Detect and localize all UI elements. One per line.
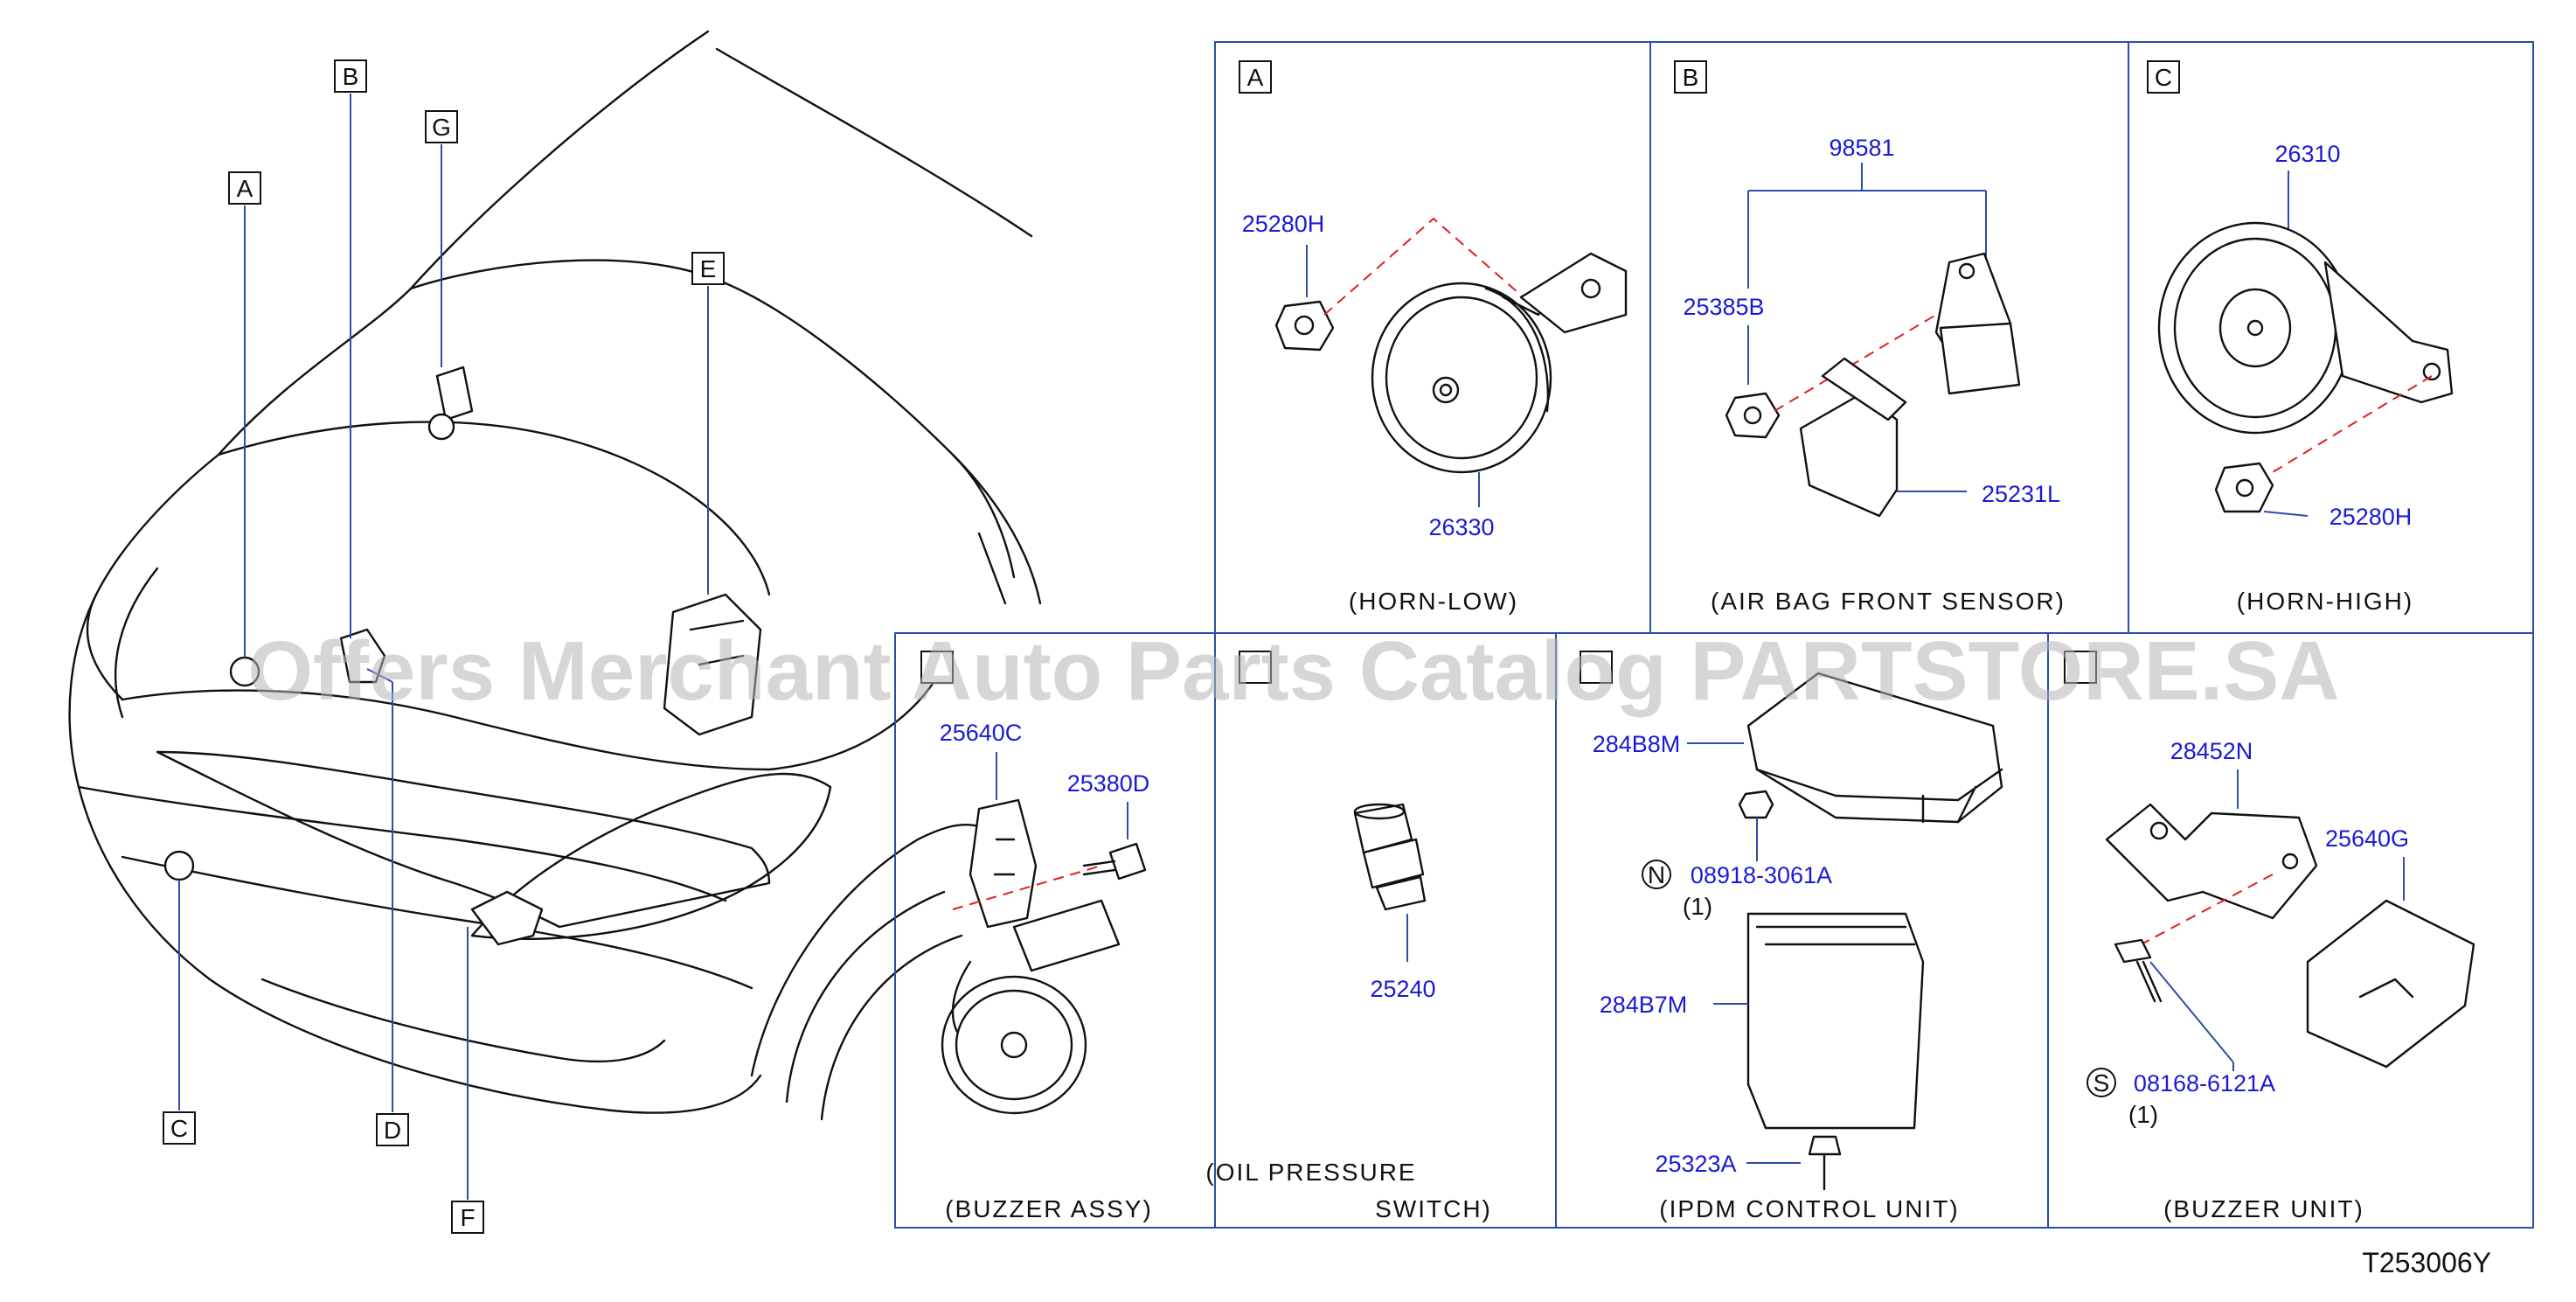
panel-c-letter-box[interactable]	[2147, 60, 2180, 94]
prefix-n: N	[1648, 861, 1665, 888]
part-number-26310[interactable]: 26310	[2274, 141, 2340, 167]
panel-c-horn-high: C 26310 25280H (HORN-HIGH)	[2147, 60, 2454, 615]
panel-a-caption: (HORN-LOW)	[1349, 588, 1518, 615]
part-number-25240[interactable]: 25240	[1370, 976, 1435, 1002]
callout-f-label: F	[460, 1204, 475, 1231]
callout-g-label: G	[432, 114, 451, 141]
panel-e-letter-box[interactable]	[1239, 651, 1272, 684]
watermark: Offers Merchant Auto Parts Catalog PARTS…	[247, 624, 2339, 718]
callout-f-box[interactable]	[451, 1201, 484, 1234]
part-number-25323a[interactable]: 25323A	[1655, 1151, 1736, 1177]
prefix-s: S	[2093, 1069, 2110, 1097]
panel-b-caption: (AIR BAG FRONT SENSOR)	[1711, 588, 2066, 615]
panel-buzzer-unit: 28452N 25640G S 08168-6121A (1) (BUZZER …	[2064, 651, 2475, 1222]
panel-c-letter: C	[2155, 64, 2172, 91]
callout-g-box[interactable]	[425, 110, 458, 143]
panel-e-caption-line-2: SWITCH)	[1375, 1195, 1492, 1222]
part-number-25280h-c[interactable]: 25280H	[2330, 504, 2413, 530]
callout-c-box[interactable]	[163, 1111, 196, 1145]
callout-d-box[interactable]	[376, 1113, 409, 1146]
part-number-25640c[interactable]: 25640C	[940, 720, 1023, 746]
part-number-08168-6121a[interactable]: 08168-6121A	[2134, 1070, 2275, 1097]
panel-buzzer-assy: 25640C 25380D (BUZZER ASSY)	[920, 651, 1153, 1222]
panel-g-letter-box[interactable]	[2064, 651, 2097, 684]
panel-a-letter-box[interactable]	[1239, 60, 1272, 94]
panel-a-horn-low: A 25280H 26330 (HORN-LOW)	[1239, 60, 1628, 615]
panel-d-caption: (BUZZER ASSY)	[945, 1195, 1153, 1222]
panel-b-airbag-sensor: B 98581 25385B 25231L (AIR BAG FRONT SEN…	[1674, 60, 2066, 615]
part-number-98581[interactable]: 98581	[1829, 135, 1894, 161]
panel-frames	[894, 41, 2534, 1229]
panel-oil-pressure-switch: 25240 (OIL PRESSURE SWITCH)	[1205, 651, 1492, 1222]
part-number-08918-3061a[interactable]: 08918-3061A	[1691, 862, 1832, 888]
callout-e-label: E	[700, 255, 717, 282]
panel-d-letter-box[interactable]	[920, 651, 954, 684]
part-number-28452n[interactable]: 28452N	[2170, 738, 2253, 764]
part-number-25231l[interactable]: 25231L	[1982, 481, 2060, 507]
panel-ipdm-control-unit: 284B8M N 08918-3061A (1) 284B7M 25323A (…	[1580, 651, 2003, 1222]
part-number-26330[interactable]: 26330	[1428, 514, 1494, 540]
part-number-284b7m[interactable]: 284B7M	[1600, 992, 1688, 1018]
panel-f-letter-box[interactable]	[1580, 651, 1613, 684]
quantity-08918-3061a: (1)	[1683, 893, 1712, 920]
panel-f-caption: (IPDM CONTROL UNIT)	[1659, 1195, 1959, 1222]
car-overview	[68, 30, 1042, 1121]
panel-b-letter: B	[1683, 64, 1699, 91]
callout-b-box[interactable]	[334, 59, 367, 93]
overview-callouts: A B G E C D F	[163, 59, 725, 1234]
panel-b-letter-box[interactable]	[1674, 60, 1707, 94]
diagram-code: T253006Y	[2362, 1247, 2491, 1278]
part-number-284b8m[interactable]: 284B8M	[1593, 731, 1681, 757]
callout-a-box[interactable]	[228, 171, 261, 205]
prefix-s-circle	[2086, 1068, 2116, 1097]
callout-d-label: D	[384, 1117, 401, 1144]
callout-a-label: A	[237, 175, 253, 202]
part-number-25640g[interactable]: 25640G	[2325, 825, 2409, 852]
panel-c-caption: (HORN-HIGH)	[2237, 588, 2413, 615]
callout-c-label: C	[170, 1115, 188, 1142]
part-number-25280h-a[interactable]: 25280H	[1242, 211, 1325, 237]
panel-e-caption-line-1: (OIL PRESSURE	[1205, 1159, 1416, 1186]
callout-e-box[interactable]	[691, 252, 725, 285]
quantity-08168-6121a: (1)	[2128, 1101, 2158, 1128]
callout-b-label: B	[343, 63, 359, 90]
panel-a-letter: A	[1247, 64, 1264, 91]
panel-g-caption: (BUZZER UNIT)	[2163, 1195, 2364, 1222]
part-number-25385b[interactable]: 25385B	[1683, 294, 1764, 320]
prefix-n-circle	[1642, 860, 1671, 889]
part-number-25380d[interactable]: 25380D	[1067, 770, 1150, 797]
